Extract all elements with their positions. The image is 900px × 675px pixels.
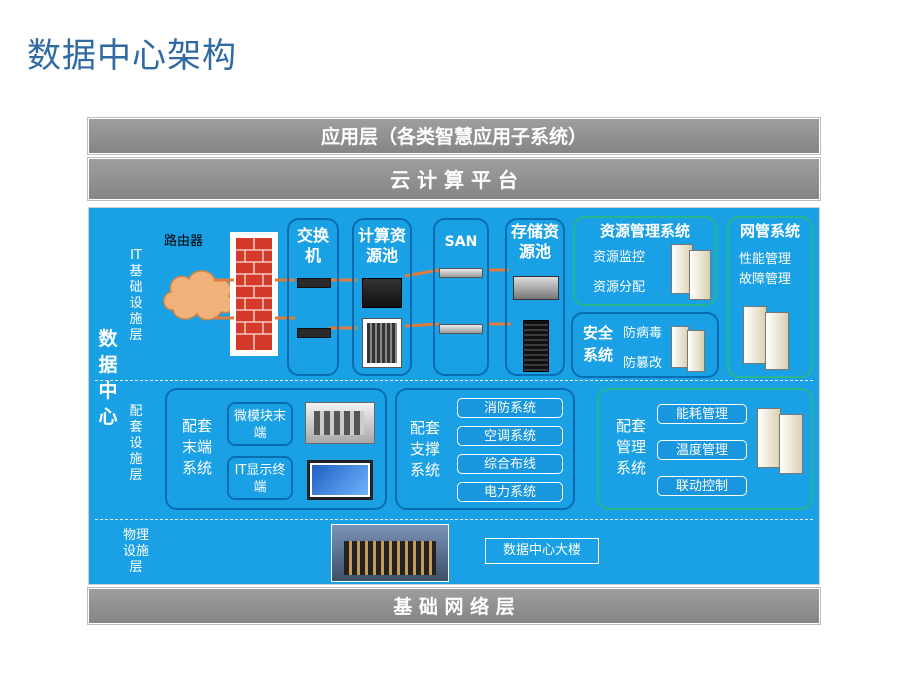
it-layer-label: IT基础设施层: [129, 248, 143, 343]
page-title: 数据中心架构: [27, 36, 237, 76]
support-system-title: 配套支撑系统: [409, 419, 440, 479]
support-system-box: 配套支撑系统 消防系统 空调系统 综合布线 电力系统: [395, 388, 575, 510]
resource-mgmt-item: 资源监控: [593, 250, 646, 265]
san-label: SAN: [444, 234, 478, 250]
energy-mgmt-pill: 能耗管理: [657, 404, 747, 424]
storage-pool-label: 存储资源池: [510, 222, 559, 261]
switch-device-icon: [297, 328, 331, 338]
network-mgmt-item: 性能管理: [739, 252, 792, 267]
layer-divider: [95, 380, 813, 381]
linkage-control-pill: 联动控制: [657, 476, 747, 496]
resource-mgmt-box: 资源管理系统 资源监控 资源分配: [573, 216, 717, 306]
san-switch-icon: [439, 268, 483, 278]
micro-module-box: 微模块末端: [227, 402, 293, 446]
server-tower-icon: [757, 408, 781, 468]
temperature-mgmt-pill: 温度管理: [657, 440, 747, 460]
monitor-icon: [307, 460, 373, 500]
router-label: 路由器: [164, 234, 204, 249]
storage-rack-icon: [523, 320, 549, 372]
cloud-icon: [163, 270, 235, 321]
resource-mgmt-title: 资源管理系统: [599, 222, 690, 240]
cabling-system-pill: 综合布线: [457, 454, 563, 474]
network-mgmt-title: 网管系统: [739, 222, 800, 240]
display-terminal-label: IT显示终端: [234, 463, 286, 495]
network-mgmt-item: 故障管理: [739, 272, 792, 287]
datacenter-label: 数据中心: [98, 328, 118, 428]
switch-box: 交换机: [287, 218, 339, 376]
server-tower-icon: [689, 250, 711, 300]
datacenter-panel: 数据中心 IT基础设施层 配套设施层 物理设施层 路由器 交换机: [88, 207, 820, 585]
hvac-system-pill: 空调系统: [457, 426, 563, 446]
storage-pool-box: 存储资源池: [505, 218, 565, 376]
cloud-platform-bar: 云 计 算 平 台: [88, 158, 820, 200]
blade-server-icon: [362, 318, 402, 368]
display-terminal-box: IT显示终端: [227, 456, 293, 500]
compute-pool-box: 计算资源池: [352, 218, 412, 376]
security-title: 安全系统: [582, 324, 613, 364]
micro-module-label: 微模块末端: [233, 409, 286, 441]
server-tower-icon: [687, 330, 705, 372]
security-item: 防篡改: [623, 356, 663, 371]
switch-label: 交换机: [296, 226, 329, 265]
server-tower-icon: [743, 306, 767, 364]
management-system-box: 配套管理系统 能耗管理 温度管理 联动控制: [597, 388, 813, 510]
management-system-title: 配套管理系统: [615, 417, 646, 477]
micro-module-icon: [305, 402, 375, 444]
server-tower-icon: [779, 414, 803, 474]
compute-pool-label: 计算资源池: [357, 226, 406, 265]
building-label: 数据中心大楼: [485, 538, 599, 564]
terminal-system-title: 配套末端系统: [181, 417, 212, 477]
application-layer-bar: 应用层（各类智慧应用子系统）: [88, 118, 820, 154]
fire-system-pill: 消防系统: [457, 398, 563, 418]
network-mgmt-box: 网管系统 性能管理 故障管理: [727, 216, 813, 378]
storage-array-icon: [513, 276, 559, 300]
layer-divider: [95, 519, 813, 520]
support-layer-label: 配套设施层: [129, 404, 143, 483]
security-item: 防病毒: [623, 326, 663, 341]
san-box: SAN: [433, 218, 489, 376]
terminal-system-box: 配套末端系统 微模块末端 IT显示终端: [165, 388, 387, 510]
switch-device-icon: [297, 278, 331, 288]
building-photo: [331, 524, 449, 582]
server-icon: [362, 278, 402, 308]
server-tower-icon: [765, 312, 789, 370]
firewall-icon: [230, 232, 278, 356]
security-box: 安全系统 防病毒 防篡改: [571, 312, 719, 378]
san-switch-icon: [439, 324, 483, 334]
network-layer-bar: 基 础 网 络 层: [88, 588, 820, 624]
physical-layer-label: 物理设施层: [122, 528, 149, 575]
power-system-pill: 电力系统: [457, 482, 563, 502]
resource-mgmt-item: 资源分配: [593, 280, 646, 295]
